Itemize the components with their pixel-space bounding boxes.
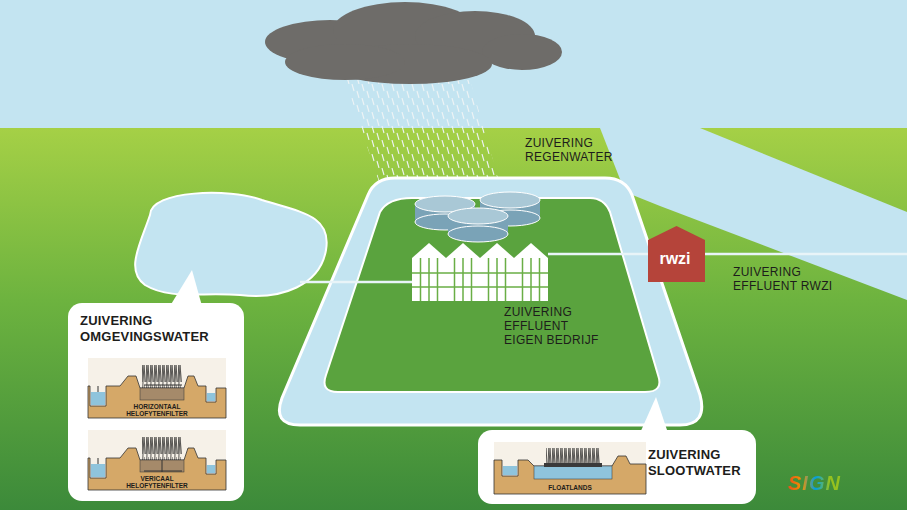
node-text: ZUIVERING OMGEVINGSWATER <box>80 313 232 345</box>
filter-illustration: VERICAAL HELOFYTENFILTER <box>88 430 226 491</box>
callout-box: FLOATLANDSZUIVERING SLOOTWATER <box>478 430 756 504</box>
node-text: FLOATLANDS <box>494 484 646 491</box>
rwzi-building: rwzi <box>648 226 705 282</box>
filter-illustration: HORIZONTAAL HELOFYTENFILTER <box>88 358 226 419</box>
logo-text: SIGN <box>788 472 841 494</box>
node-text: ZUIVERING SLOOTWATER <box>648 447 746 479</box>
node-text: ZUIVERING EFFLUENT EIGEN BEDRIJF <box>504 305 606 347</box>
node-text: VERICAAL HELOFYTENFILTER <box>122 475 192 489</box>
annotation-label: ZUIVERING EFFLUENT RWZI <box>733 265 851 293</box>
farm-area: ZUIVERING EFFLUENT EIGEN BEDRIJF <box>340 195 612 395</box>
pipe-connector <box>612 253 648 256</box>
callout-box: HORIZONTAAL HELOFYTENFILTER VERICAAL HELO… <box>68 303 244 501</box>
node-text: rwzi <box>648 250 702 268</box>
node-text: HORIZONTAAL HELOFYTENFILTER <box>122 403 192 417</box>
house-outline <box>648 226 705 282</box>
annotation-label: ZUIVERING REGENWATER <box>525 136 625 164</box>
floatlands-illustration: FLOATLANDS <box>494 442 649 494</box>
